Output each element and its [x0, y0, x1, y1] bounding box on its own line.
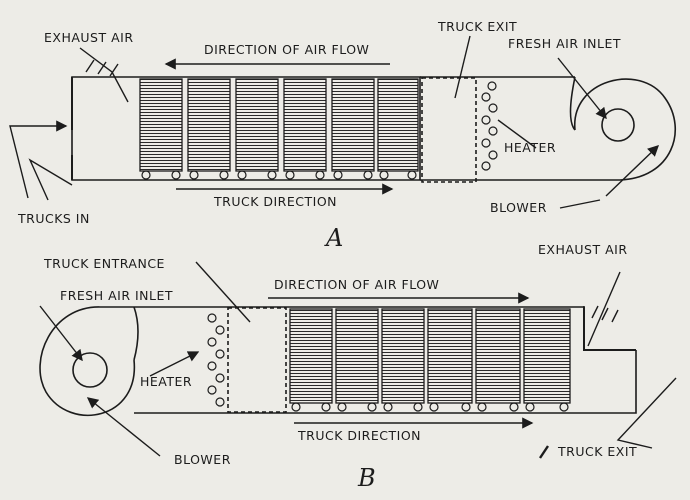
heater-section-a — [420, 76, 576, 181]
diagram-a — [71, 76, 676, 183]
blower-leader-a — [559, 199, 601, 209]
truck-a-5 — [331, 78, 375, 172]
truck-a-1 — [139, 78, 183, 172]
exhaust-ticks-b — [591, 305, 619, 323]
label-letter-a: A — [324, 224, 343, 252]
fresh-air-leader-b — [39, 305, 83, 362]
heater-section-b — [133, 306, 228, 414]
blower-housing-b — [39, 306, 135, 416]
blower-housing-a — [574, 78, 676, 181]
truck-exit-mark-b — [539, 445, 549, 459]
truck-a-3 — [235, 78, 279, 172]
blower-a-inlet-circle — [601, 108, 635, 142]
label-truck-direction-b: TRUCK DIRECTION — [297, 428, 421, 443]
truck-entrance-leader-b — [195, 261, 251, 323]
label-fresh-air-inlet-a: FRESH AIR INLET — [508, 36, 621, 51]
label-heater-a: HEATER — [504, 140, 556, 155]
trucks-b — [289, 308, 571, 412]
truck-b-1 — [289, 308, 333, 404]
truck-exit-box-a — [421, 77, 477, 183]
label-fresh-air-inlet-b: FRESH AIR INLET — [60, 288, 173, 303]
heater-leader-b — [149, 351, 200, 377]
trucks-in-leader-a — [9, 120, 68, 199]
label-letter-b: B — [357, 464, 376, 492]
trucks-in-leader-a2 — [28, 158, 73, 201]
label-direction-of-air-flow-b: DIRECTION OF AIR FLOW — [274, 277, 439, 292]
label-truck-entrance-b: TRUCK ENTRANCE — [43, 256, 165, 271]
truck-b-2 — [335, 308, 379, 404]
exhaust-ticks-a — [85, 59, 119, 77]
exhaust-opening-b — [583, 307, 636, 351]
blower-arrow-a — [605, 145, 660, 197]
label-blower-b: BLOWER — [174, 452, 231, 467]
label-truck-direction-a: TRUCK DIRECTION — [213, 194, 337, 209]
label-blower-a: BLOWER — [490, 200, 547, 215]
label-exhaust-air-b: EXHAUST AIR — [538, 242, 628, 257]
fresh-air-leader-a — [557, 57, 607, 120]
truck-b-wheels — [291, 402, 569, 412]
heater-coils-b — [207, 313, 225, 407]
label-direction-of-air-flow-a: DIRECTION OF AIR FLOW — [204, 42, 369, 57]
label-truck-exit-b: TRUCK EXIT — [557, 444, 637, 459]
exhaust-air-leader-b — [587, 271, 621, 347]
truck-a-4 — [283, 78, 327, 172]
label-truck-exit-a: TRUCK EXIT — [437, 19, 517, 34]
truck-b-6 — [523, 308, 571, 404]
blower-b-inlet-circle — [72, 352, 108, 388]
truck-b-5 — [475, 308, 521, 404]
blower-arrow-b — [86, 397, 161, 457]
truck-a-wheels — [141, 170, 417, 180]
heater-coils-a — [481, 81, 498, 171]
truck-exit-leader-a — [454, 35, 471, 99]
label-heater-b: HEATER — [140, 374, 192, 389]
exhaust-air-leader-a — [79, 47, 129, 103]
trucks-a — [139, 78, 419, 180]
heater-leader-a — [497, 119, 537, 149]
label-exhaust-air-a: EXHAUST AIR — [44, 30, 134, 45]
truck-a-2 — [187, 78, 231, 172]
truck-b-4 — [427, 308, 473, 404]
truck-exit-leader-b — [616, 377, 677, 449]
truck-a-6 — [377, 78, 419, 172]
truck-entrance-box-b — [227, 307, 287, 413]
truck-b-3 — [381, 308, 425, 404]
label-trucks-in-a: TRUCKS IN — [17, 211, 90, 226]
diagram-b — [39, 306, 637, 416]
